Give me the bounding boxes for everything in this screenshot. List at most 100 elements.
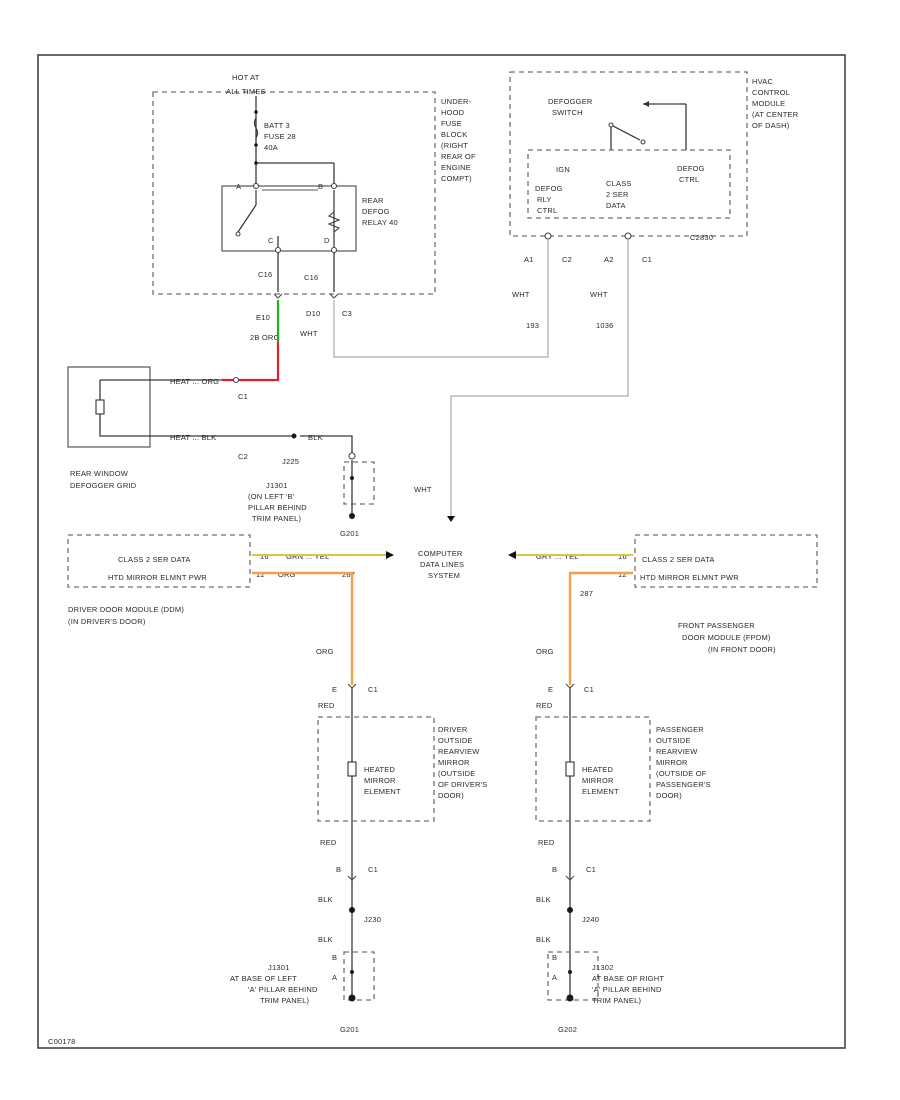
- svg-text:J240: J240: [582, 915, 599, 924]
- svg-text:REARVIEW: REARVIEW: [656, 747, 698, 756]
- svg-text:J1301: J1301: [266, 481, 287, 490]
- svg-text:FRONT PASSENGER: FRONT PASSENGER: [678, 621, 755, 630]
- rear-window-defogger-grid: REAR WINDOW DEFOGGER GRID: [67, 366, 152, 490]
- svg-text:B: B: [336, 865, 341, 874]
- svg-text:OF DRIVER'S: OF DRIVER'S: [438, 780, 487, 789]
- grid-label-2: DEFOGGER GRID: [70, 481, 137, 490]
- svg-text:MIRROR: MIRROR: [364, 776, 396, 785]
- svg-text:DATA LINES: DATA LINES: [420, 560, 464, 569]
- svg-text:G201: G201: [340, 1025, 359, 1034]
- svg-text:ELEMENT: ELEMENT: [364, 787, 401, 796]
- svg-text:(IN FRONT DOOR): (IN FRONT DOOR): [708, 645, 776, 654]
- grid-top-wire-label: HEAT ... ORG: [170, 377, 219, 386]
- fuse-block-outline: [152, 91, 436, 295]
- svg-text:CLASS 2 SER DATA: CLASS 2 SER DATA: [118, 555, 191, 564]
- svg-text:B: B: [332, 953, 337, 962]
- hvac-control-module: DEFOGGER SWITCH IGN DEFOG CTRL DEFOG RLY…: [509, 71, 799, 330]
- center-wht: WHT: [414, 485, 432, 494]
- svg-text:ORG: ORG: [278, 570, 296, 579]
- svg-text:COMPT): COMPT): [441, 174, 472, 183]
- svg-text:(OUTSIDE OF: (OUTSIDE OF: [656, 769, 707, 778]
- svg-text:B: B: [552, 953, 557, 962]
- svg-text:C1: C1: [586, 865, 596, 874]
- a1-circuit: 193: [526, 321, 539, 330]
- svg-text:HTD MIRROR ELMNT PWR: HTD MIRROR ELMNT PWR: [640, 573, 739, 582]
- rear-defog-relay: [221, 185, 357, 252]
- svg-text:BLK: BLK: [318, 895, 333, 904]
- grid-c1: C1: [238, 392, 248, 401]
- svg-text:HOOD: HOOD: [441, 108, 465, 117]
- hvac-ign: IGN: [556, 165, 570, 174]
- svg-text:OUTSIDE: OUTSIDE: [438, 736, 473, 745]
- grid-bot-wire-label: HEAT ... BLK: [170, 433, 216, 442]
- svg-text:OF DASH): OF DASH): [752, 121, 790, 130]
- grid-label-1: REAR WINDOW: [70, 469, 129, 478]
- svg-text:(RIGHT: (RIGHT: [441, 141, 468, 150]
- hot-label-1: HOT AT: [232, 73, 260, 82]
- hvac-location: HVAC CONTROL MODULE (AT CENTER OF DASH): [752, 77, 799, 130]
- svg-text:(OUTSIDE: (OUTSIDE: [438, 769, 475, 778]
- conn-c16-right: C16: [304, 273, 318, 282]
- relay-label-3: RELAY 40: [362, 218, 398, 227]
- svg-text:DOOR): DOOR): [438, 791, 464, 800]
- relay-pin-a: A: [236, 182, 241, 191]
- svg-text:DOOR): DOOR): [656, 791, 682, 800]
- svg-text:MIRROR: MIRROR: [582, 776, 614, 785]
- wire-e10-color: 2B ORG: [250, 333, 280, 342]
- svg-text:16: 16: [618, 552, 627, 561]
- svg-text:BLK: BLK: [536, 895, 551, 904]
- wire-a2-to-data-lines: [450, 239, 629, 518]
- passenger-door-module: CLASS 2 SER DATA HTD MIRROR ELMNT PWR FR…: [536, 534, 818, 654]
- hvac-relay-ctrl-2: RLY: [537, 195, 552, 204]
- fuse-symbol: [253, 117, 259, 139]
- svg-text:HEATED: HEATED: [364, 765, 395, 774]
- svg-text:REARVIEW: REARVIEW: [438, 747, 480, 756]
- hvac-class2-3: DATA: [606, 201, 626, 210]
- relay-pin-c: C: [268, 236, 274, 245]
- relay-pin-d: D: [324, 236, 330, 245]
- hvac-inner-box: [527, 149, 731, 219]
- svg-text:PASSENGER: PASSENGER: [656, 725, 704, 734]
- fuse-label-2: FUSE 28: [264, 132, 296, 141]
- svg-text:AT BASE OF RIGHT: AT BASE OF RIGHT: [592, 974, 664, 983]
- fuse-label-3: 40A: [264, 143, 278, 152]
- defogger-switch-label-2: SWITCH: [552, 108, 583, 117]
- wire-orange-right: [568, 571, 633, 685]
- hvac-defog-ctrl-1: DEFOG: [677, 164, 705, 173]
- svg-text:B: B: [552, 865, 557, 874]
- svg-text:ELEMENT: ELEMENT: [582, 787, 619, 796]
- svg-text:TRIM PANEL): TRIM PANEL): [252, 514, 301, 523]
- term-a2: A2: [604, 255, 614, 264]
- hvac-class2-2: 2 SER: [606, 190, 629, 199]
- splice-j225: J225 J1301 (ON LEFT 'B' PILLAR BEHIND TR…: [248, 457, 375, 538]
- svg-text:'A' PILLAR BEHIND: 'A' PILLAR BEHIND: [248, 985, 318, 994]
- svg-text:E: E: [332, 685, 337, 694]
- svg-text:(AT CENTER: (AT CENTER: [752, 110, 799, 119]
- hvac-module-outline: [509, 71, 748, 237]
- computer-data-lines: COMPUTER DATA LINES SYSTEM: [418, 549, 464, 580]
- svg-text:DRIVER: DRIVER: [438, 725, 468, 734]
- svg-text:TRIM PANEL): TRIM PANEL): [260, 996, 309, 1005]
- svg-text:DOOR MODULE (FPDM): DOOR MODULE (FPDM): [682, 633, 771, 642]
- svg-text:'A' PILLAR BEHIND: 'A' PILLAR BEHIND: [592, 985, 662, 994]
- svg-text:(IN DRIVER'S DOOR): (IN DRIVER'S DOOR): [68, 617, 146, 626]
- wire-a1-to-relay: [333, 239, 549, 358]
- svg-text:J1302: J1302: [592, 963, 613, 972]
- svg-text:C1: C1: [368, 685, 378, 694]
- driver-door-module: CLASS 2 SER DATA HTD MIRROR ELMNT PWR DR…: [67, 534, 355, 626]
- grid-blk: BLK: [308, 433, 323, 442]
- svg-text:RED: RED: [318, 701, 335, 710]
- svg-text:ENGINE: ENGINE: [441, 163, 471, 172]
- svg-text:RED: RED: [536, 701, 553, 710]
- defogger-switch-label-1: DEFOGGER: [548, 97, 593, 106]
- relay-coil: [327, 211, 341, 233]
- right-org-label: ORG: [536, 647, 554, 656]
- svg-text:CLASS 2 SER DATA: CLASS 2 SER DATA: [642, 555, 715, 564]
- wire-e10: E10: [256, 313, 270, 322]
- svg-text:SYSTEM: SYSTEM: [428, 571, 460, 580]
- svg-text:287: 287: [342, 570, 355, 579]
- underhood-fuse-block: HOT AT ALL TIMES BATT 3 FUSE 28 40A A B …: [152, 73, 476, 299]
- svg-text:BLK: BLK: [536, 935, 551, 944]
- svg-text:GRN ... YEL: GRN ... YEL: [286, 552, 329, 561]
